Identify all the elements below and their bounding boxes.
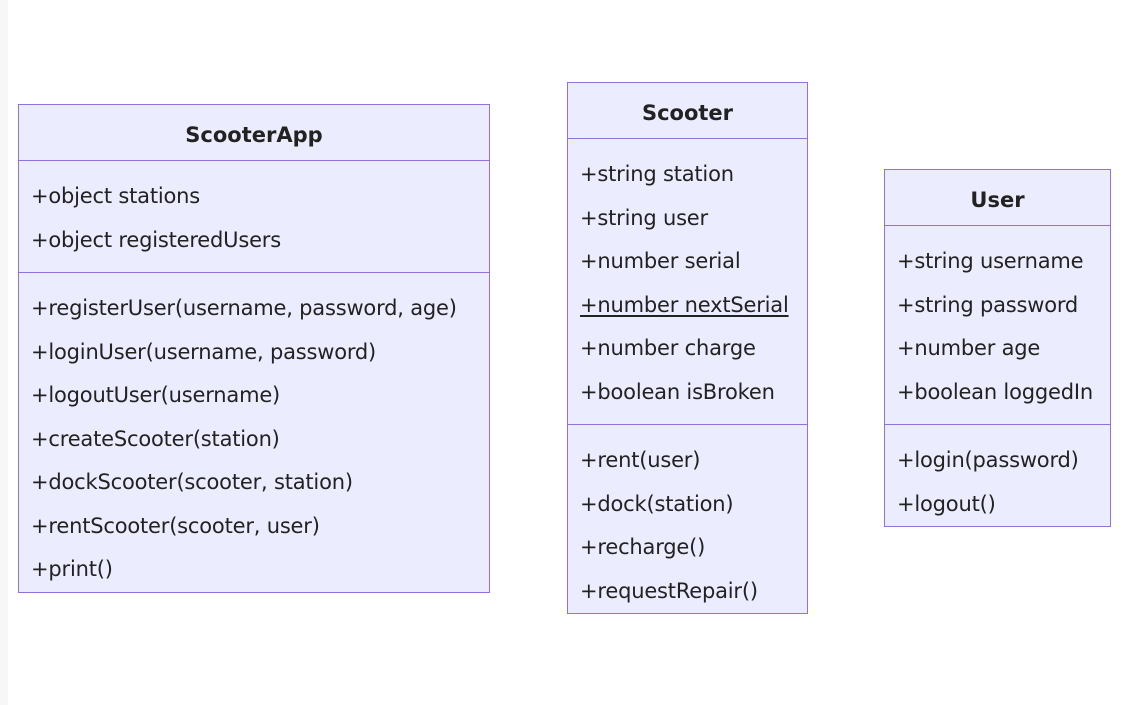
method: +login(password)	[897, 448, 1079, 472]
class-box-scooterapp: ScooterApp +object stations +object regi…	[18, 104, 490, 593]
attribute: +string user	[580, 205, 708, 230]
attributes-section: +string station +string user +number ser…	[568, 139, 807, 425]
attribute: +string password	[897, 292, 1079, 317]
method: +logoutUser(username)	[31, 383, 281, 407]
attributes-section: +string username +string password +numbe…	[885, 226, 1110, 425]
method: +recharge()	[580, 535, 706, 559]
method: +createScooter(station)	[31, 426, 280, 451]
attribute: +number serial	[580, 249, 741, 273]
attribute: +number age	[897, 336, 1041, 360]
static-attribute: +number nextSerial	[580, 292, 789, 317]
attribute: +object stations	[31, 184, 200, 208]
methods-section: +registerUser(username, password, age) +…	[19, 273, 489, 600]
class-name: User	[885, 170, 1110, 226]
method: +rent(user)	[580, 448, 701, 472]
method: +print()	[31, 557, 113, 581]
attribute: +boolean isBroken	[580, 379, 775, 404]
attribute: +string station	[580, 162, 734, 186]
method: +logout()	[897, 491, 996, 516]
attribute: +boolean loggedIn	[897, 379, 1093, 404]
canvas-edge	[0, 0, 8, 705]
method: +dock(station)	[580, 491, 734, 516]
class-name: ScooterApp	[19, 105, 489, 161]
attribute: +number charge	[580, 336, 756, 360]
method: +requestRepair()	[580, 578, 758, 603]
attribute: +object registeredUsers	[31, 227, 281, 252]
methods-section: +login(password) +logout()	[885, 425, 1110, 534]
attribute: +string username	[897, 249, 1084, 273]
method: +loginUser(username, password)	[31, 339, 377, 364]
method: +registerUser(username, password, age)	[31, 296, 457, 320]
methods-section: +rent(user) +dock(station) +recharge() +…	[568, 425, 807, 621]
method: +rentScooter(scooter, user)	[31, 513, 320, 538]
attributes-section: +object stations +object registeredUsers	[19, 161, 489, 273]
method: +dockScooter(scooter, station)	[31, 470, 353, 494]
class-box-scooter: Scooter +string station +string user +nu…	[567, 82, 808, 614]
class-box-user: User +string username +string password +…	[884, 169, 1111, 527]
class-name: Scooter	[568, 83, 807, 139]
